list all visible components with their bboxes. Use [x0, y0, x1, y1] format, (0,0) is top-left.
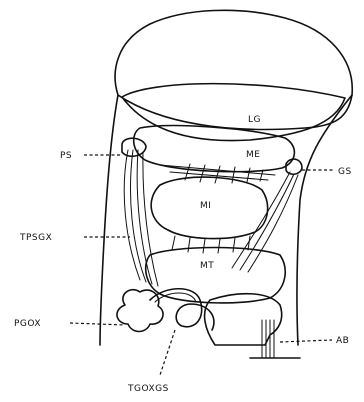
label-tgoxgs: TGOXGS: [127, 384, 169, 394]
leader-pgox: [70, 323, 125, 325]
nerve-tracts-left: [124, 150, 158, 286]
label-mi: MI: [200, 201, 211, 211]
label-ab: AB: [336, 336, 349, 346]
label-pgox: PGOX: [14, 319, 41, 329]
leader-ab: [280, 340, 332, 342]
region-lg: [122, 84, 345, 141]
leader-tgoxgs: [160, 330, 175, 375]
head-dome: [115, 10, 352, 129]
label-gs: GS: [338, 167, 352, 177]
striations-1: [185, 164, 263, 183]
label-tpsgx: TPSGX: [19, 233, 52, 243]
label-me: ME: [246, 150, 260, 160]
label-mt: MT: [200, 261, 214, 271]
label-lg: LG: [248, 115, 261, 125]
label-ps: PS: [60, 151, 72, 161]
bulb-gs: [286, 159, 302, 174]
tract-tgoxgs: [150, 289, 214, 330]
region-me: [134, 126, 295, 172]
body-left-wall: [100, 95, 118, 345]
body-right-wall: [297, 95, 352, 345]
